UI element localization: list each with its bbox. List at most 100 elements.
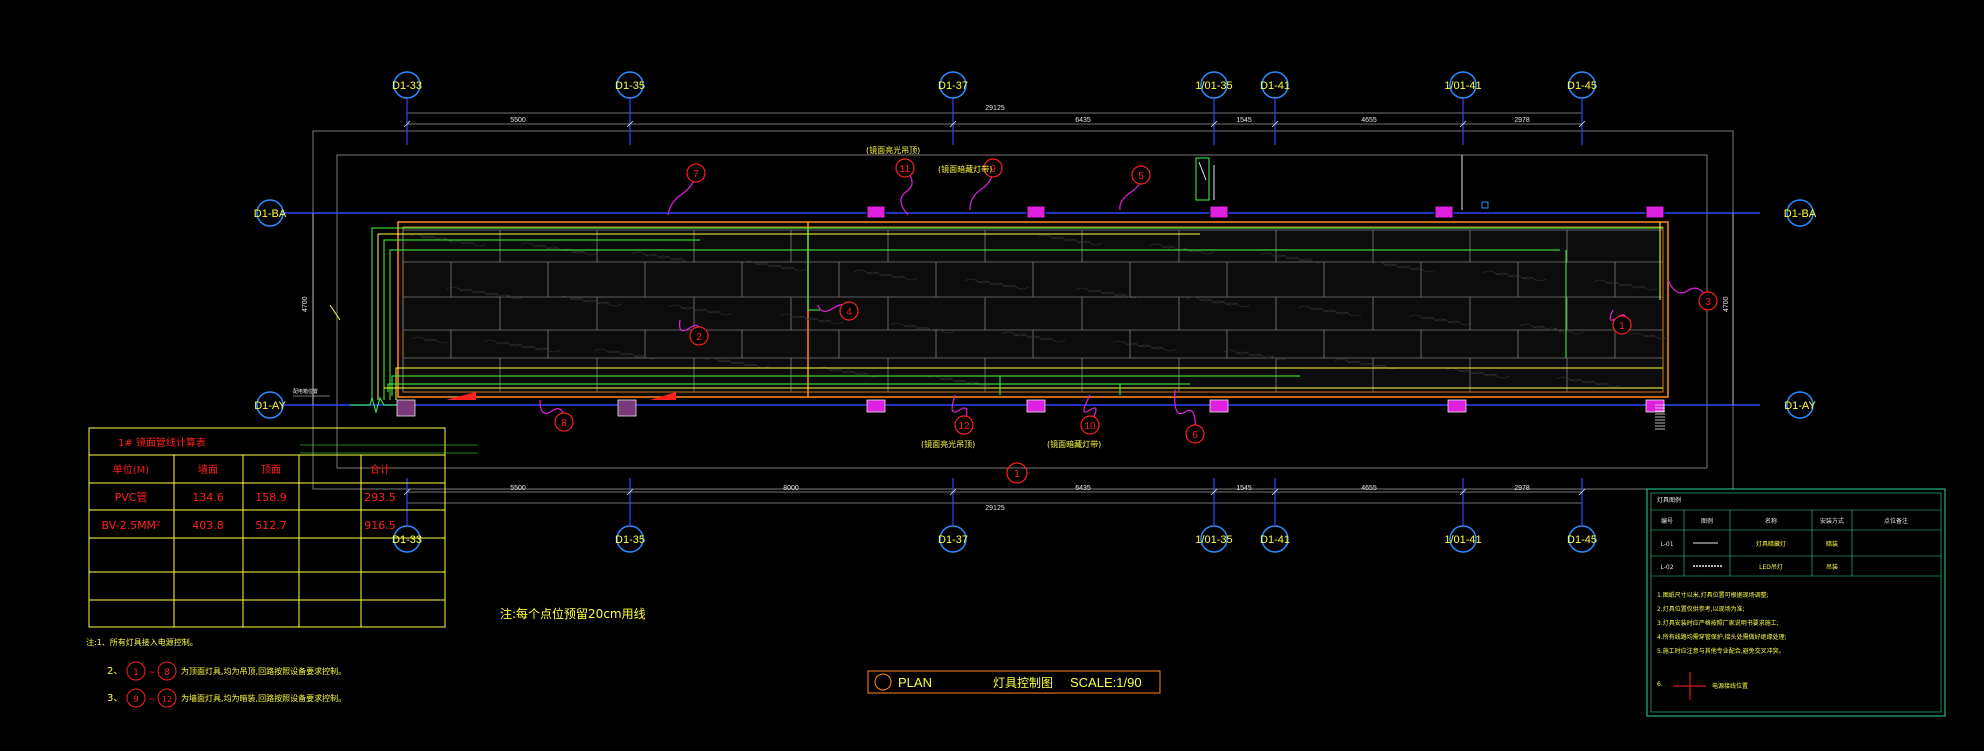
grid-bubble-top <box>616 71 644 99</box>
lighting-boxes <box>396 205 1665 417</box>
wire <box>807 228 820 311</box>
inner-boundary <box>336 154 1708 469</box>
annotation-12: (镜面亮光吊顶) <box>921 439 975 449</box>
wood-grain-line <box>1249 353 1275 359</box>
wood-grain-line <box>1014 333 1040 339</box>
section-marker <box>1006 462 1028 484</box>
panel-mark <box>1198 161 1207 181</box>
wood-grain-line <box>1038 234 1064 240</box>
dim-tick <box>1210 488 1218 496</box>
wood-grain-line <box>1482 270 1508 276</box>
circuit-circle <box>1612 315 1632 335</box>
wood-grain-line <box>1088 289 1114 295</box>
wood-grain-line <box>805 317 831 323</box>
wood-grain-line <box>792 315 818 321</box>
section-marker-text: 1 <box>1014 469 1020 480</box>
dim-tick <box>626 488 634 496</box>
grid-label-side: D1-BA <box>254 208 287 220</box>
wood-grain-line <box>890 322 916 328</box>
circuit-circle <box>686 163 706 183</box>
ceiling-tile-grid <box>402 229 1663 392</box>
wire-jog <box>350 396 406 414</box>
dim-tick <box>403 488 411 496</box>
circuit-circle <box>1131 165 1151 185</box>
grid-bubble-bottom <box>1261 525 1289 553</box>
wood-grain-line <box>498 294 524 300</box>
circuit-number: 8 <box>561 418 567 429</box>
note-3-tilde: ~ <box>148 695 156 705</box>
note-3-from-circle <box>126 688 146 708</box>
annotation-11: (镜面亮光吊顶) <box>866 145 920 155</box>
grid-bubble-top <box>1200 71 1228 99</box>
light-box-bottom <box>866 399 886 413</box>
light-box-bottom <box>1447 399 1467 413</box>
circuit-leader <box>951 394 968 426</box>
wood-grain-line <box>681 306 707 312</box>
wood-grain-line <box>533 244 559 250</box>
wood-grain-line <box>1606 281 1632 287</box>
wood-grain-line <box>977 280 1003 286</box>
grid-label-top: D1-41 <box>1260 80 1290 92</box>
wire <box>377 233 1200 400</box>
circuit-leader <box>900 167 913 216</box>
grid-bubble-bottom <box>1449 525 1477 553</box>
title-name: 灯具控制图 <box>993 676 1053 690</box>
calc-table-cell: PVC管 <box>115 490 148 504</box>
calc-table-cell: 916.5 <box>364 519 396 532</box>
calc-table-cell: 293.5 <box>364 491 396 504</box>
calc-table-frame <box>88 427 446 628</box>
circuit-number: 12 <box>958 421 970 432</box>
wood-grain-line <box>1001 331 1027 337</box>
grid-label-top: D1-45 <box>1567 80 1597 92</box>
grid-label-bottom: D1-45 <box>1567 534 1597 546</box>
title-scale: SCALE:1/90 <box>1070 675 1142 690</box>
dim-tick <box>403 120 411 128</box>
wood-grain-line <box>855 372 881 378</box>
wood-grain-line <box>755 262 781 268</box>
dim-bottom-text: 2978 <box>1514 485 1530 492</box>
wood-grain-line <box>731 361 757 367</box>
wood-grain-line <box>1075 287 1101 293</box>
note-1: 注:1、所有灯具接入电源控制。 <box>86 637 198 647</box>
circuit-leader <box>1667 279 1709 302</box>
grid-label-top: D1-35 <box>615 80 645 92</box>
annotation-10: (镜面暗藏灯带) <box>1047 439 1101 449</box>
distribution-panel <box>1195 157 1210 201</box>
circuit-number: 1 <box>1619 321 1625 332</box>
calc-table-title: 1# 镜面管线计算表 <box>118 436 206 449</box>
wood-grain-line <box>879 273 905 279</box>
wood-grain-line <box>990 282 1016 288</box>
dim-top-text: 4655 <box>1361 117 1377 124</box>
wood-grain-line <box>1299 258 1325 264</box>
circuit-number: 5 <box>1138 171 1144 182</box>
wood-grain-line <box>1593 279 1619 285</box>
legend-outer-frame <box>1646 488 1946 717</box>
wood-grain-line <box>411 336 437 342</box>
legend-note: 3.灯具安装时应严格按照厂家说明书要求施工; <box>1657 619 1779 627</box>
wood-grain-line <box>929 328 955 334</box>
dim-tick <box>1210 120 1218 128</box>
note-3-prefix: 3、 <box>107 693 123 704</box>
dim-side-left: 4700 <box>302 296 309 312</box>
dim-tick <box>1459 488 1467 496</box>
wood-grain-line <box>694 308 720 314</box>
wood-grain-line <box>461 241 487 247</box>
wood-grain-line <box>892 275 918 281</box>
wood-grain-line <box>459 288 485 294</box>
grid-bubble-side <box>1786 199 1814 227</box>
wood-grain-line <box>1410 267 1436 273</box>
dim-top-text: 2978 <box>1514 117 1530 124</box>
circuit-circle <box>839 301 859 321</box>
note-2-from-circle <box>126 661 146 681</box>
wood-grain-line <box>668 304 694 310</box>
dim-top-text: 5500 <box>510 117 526 124</box>
wood-grain-line <box>1421 316 1447 322</box>
circuit-circle <box>689 326 709 346</box>
wood-grain-line <box>1619 283 1645 289</box>
wood-grain-line <box>1027 335 1053 341</box>
wood-grain-line <box>1051 236 1077 242</box>
wood-grain-line <box>446 286 472 292</box>
grid-label-top: D1-37 <box>938 80 968 92</box>
light-box-bottom <box>1209 399 1229 413</box>
legend-cell: 暗装 <box>1826 540 1838 548</box>
